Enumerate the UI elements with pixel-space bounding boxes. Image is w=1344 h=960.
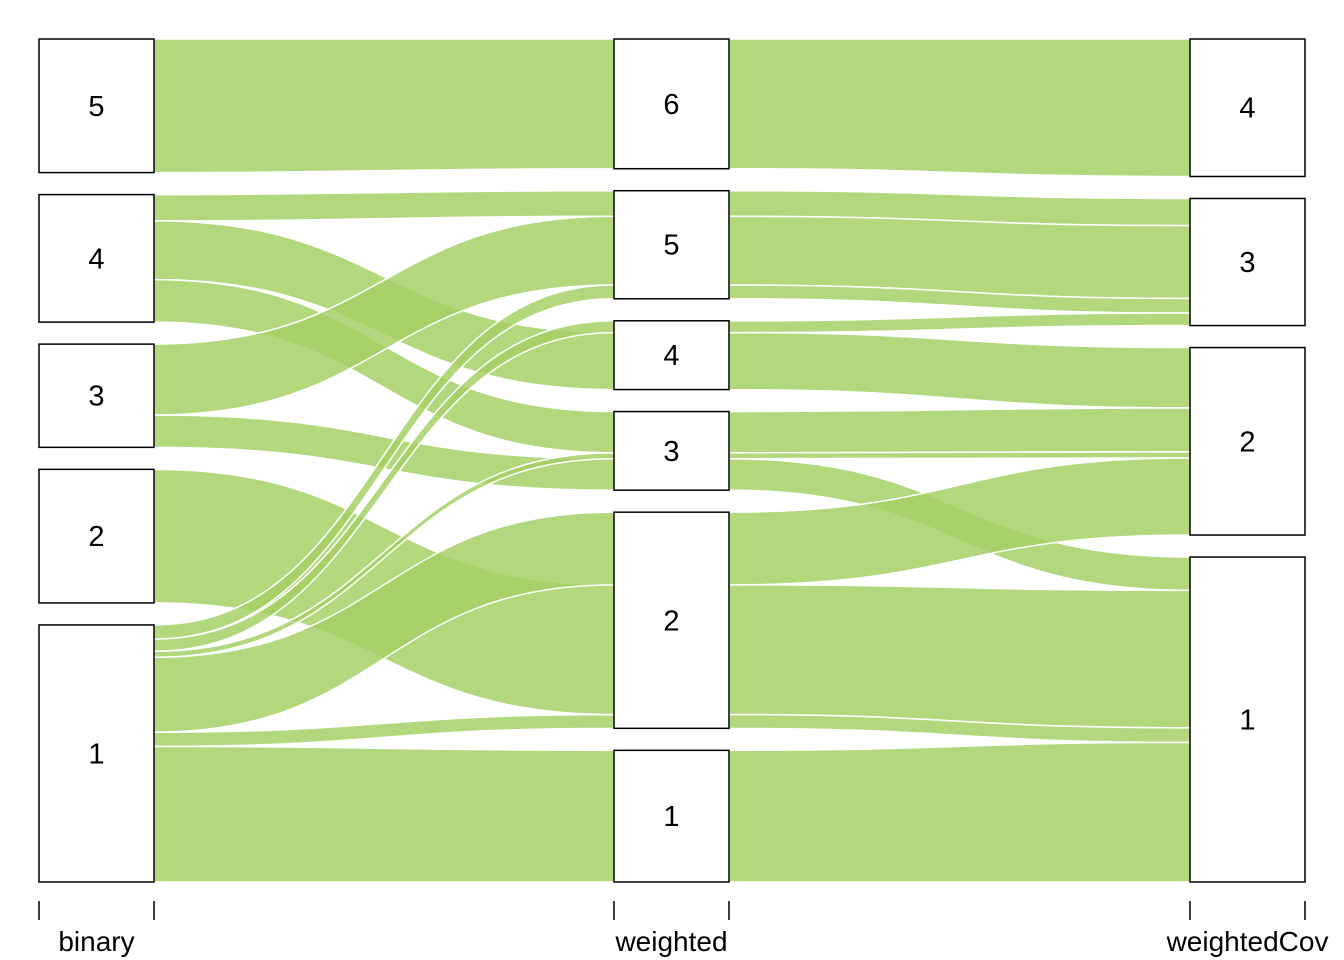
flow-1-3-2-seg-2 [728, 450, 1191, 460]
stratum-label-binary-4: 4 [88, 243, 104, 275]
axis-label-weightedCov: weightedCov [1166, 926, 1329, 957]
stratum-label-binary-5: 5 [88, 91, 104, 123]
flow-2-2-1-seg-2 [728, 584, 1191, 729]
flow-1-4-3-seg-2 [728, 312, 1191, 334]
stratum-weighted-2 [613, 511, 730, 730]
flow-5-6-4-seg-1 [153, 38, 615, 174]
stratum-label-weighted-4: 4 [663, 340, 679, 372]
stratum-binary-2 [38, 468, 155, 604]
stratum-label-weighted-2: 2 [663, 605, 679, 637]
flow-4-5-3-seg-1 [153, 189, 615, 222]
stratum-binary-4 [38, 193, 155, 323]
flow-1-1-1-seg-1 [153, 745, 615, 883]
stratum-weighted-6 [613, 38, 730, 170]
stratum-binary-3 [38, 343, 155, 449]
strata-layer: 5 4 3 2 1 6 5 4 3 2 1 4 3 2 1 [38, 38, 1306, 883]
flow-4-4-2-seg-2 [728, 331, 1191, 409]
stratum-label-weighted-6: 6 [663, 89, 679, 121]
stratum-weighted-3 [613, 410, 730, 491]
stratum-binary-1 [38, 624, 155, 883]
stratum-weightedCov-1 [1189, 556, 1306, 883]
flow-4-3-2-seg-2 [728, 407, 1191, 454]
stratum-label-weightedCov-3: 3 [1239, 247, 1255, 279]
stratum-weighted-4 [613, 320, 730, 391]
axis-label-binary: binary [58, 926, 134, 957]
stratum-label-weightedCov-1: 1 [1239, 705, 1255, 737]
stratum-label-binary-2: 2 [88, 521, 104, 553]
stratum-label-weightedCov-4: 4 [1239, 93, 1255, 125]
stratum-weightedCov-4 [1189, 38, 1306, 178]
stratum-label-binary-3: 3 [88, 381, 104, 413]
axis-layer: binary weighted weightedCov [38, 901, 1329, 957]
stratum-label-weighted-3: 3 [663, 436, 679, 468]
stratum-label-weighted-5: 5 [663, 230, 679, 262]
stratum-label-binary-1: 1 [88, 738, 104, 770]
stratum-weighted-5 [613, 189, 730, 300]
stratum-label-weighted-1: 1 [663, 801, 679, 833]
stratum-binary-5 [38, 38, 155, 174]
stratum-weightedCov-2 [1189, 346, 1306, 536]
stratum-label-weightedCov-2: 2 [1239, 426, 1255, 458]
flow-5-6-4-seg-2 [728, 38, 1191, 178]
flow-1-1-1-seg-2 [728, 741, 1191, 883]
stratum-weightedCov-3 [1189, 197, 1306, 327]
axis-label-weighted: weighted [614, 926, 727, 957]
flows-layer [153, 38, 1191, 883]
stratum-weighted-1 [613, 749, 730, 883]
